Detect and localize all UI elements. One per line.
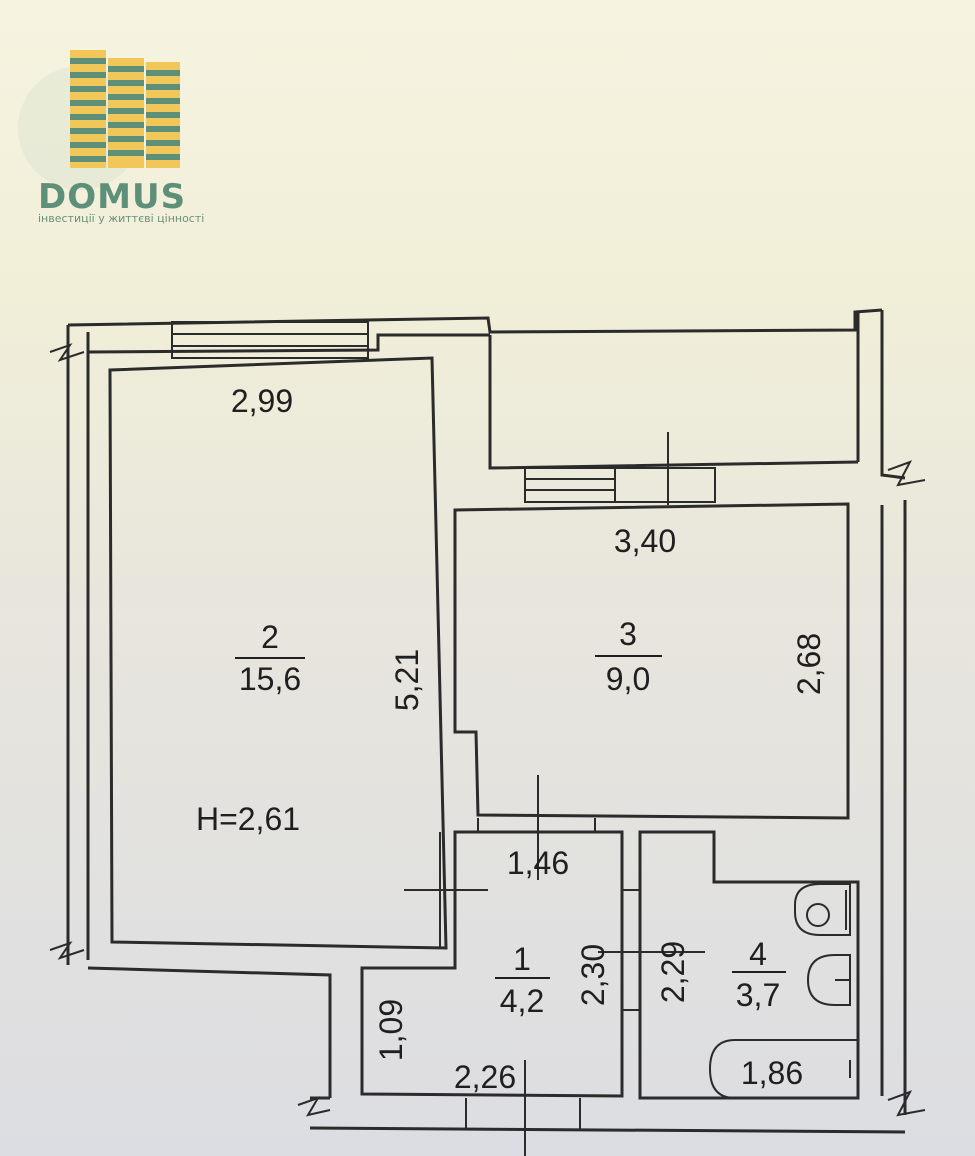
room-1-outline <box>360 830 624 1098</box>
dim-bath-width: 1,86 <box>741 1055 803 1091</box>
dim-room3-length: 2,68 <box>791 633 827 695</box>
brand-tagline: інвестиції у життєві цінності <box>38 212 204 225</box>
hall-doorway-top <box>477 818 596 832</box>
dim-hall-width-bottom: 2,26 <box>454 1059 516 1095</box>
top-outer-wall-line <box>67 308 883 334</box>
break-symbol-right-upper <box>887 460 926 487</box>
break-symbol-top-left <box>49 343 85 362</box>
balcony-outline <box>488 335 859 470</box>
balcony-door <box>614 432 716 505</box>
room-3-outline <box>453 502 850 820</box>
wall-break-symbols <box>49 343 926 1117</box>
room-4-label: 4 3,7 <box>732 936 786 1013</box>
dim-room2-width: 2,99 <box>231 383 293 419</box>
dim-hall-width-top: 1,46 <box>507 845 569 881</box>
ceiling-height-label: H=2,61 <box>196 801 300 837</box>
right-upper-wall-line <box>880 310 906 480</box>
break-symbol-bottom-left <box>297 1096 331 1117</box>
room-2-number: 2 <box>261 619 279 655</box>
logo-building-middle <box>108 58 144 168</box>
entrance-door <box>465 1098 581 1130</box>
room-4-area: 3,7 <box>736 977 780 1013</box>
logo-building-right <box>146 62 180 168</box>
break-symbol-right-lower <box>887 1090 926 1117</box>
break-symbol-left <box>49 941 85 960</box>
room-2-area: 15,6 <box>239 661 301 697</box>
room-1-area: 4,2 <box>500 983 544 1019</box>
room-2-label: 2 15,6 <box>235 619 305 697</box>
room-1-label: 1 4,2 <box>495 941 550 1019</box>
logo-building-left <box>70 50 106 168</box>
room-1-number: 1 <box>513 941 531 977</box>
bathtub-icon <box>708 1039 859 1099</box>
bath-doorway <box>622 889 640 1011</box>
outer-walls <box>66 308 907 1134</box>
dim-hall-niche: 1,09 <box>373 999 409 1061</box>
brand-name: DOMUS <box>38 177 186 217</box>
dim-hall-length: 2,30 <box>575 944 611 1006</box>
sink-icon <box>806 954 851 1006</box>
room-3-area: 9,0 <box>606 661 650 697</box>
window-room2 <box>171 321 369 359</box>
bottom-left-outer-wall <box>87 966 332 1098</box>
toilet-icon <box>794 883 851 936</box>
room-3-number: 3 <box>619 616 637 652</box>
dim-room3-width: 3,40 <box>614 523 676 559</box>
top-inner-wall-line <box>87 333 490 354</box>
dim-room2-length: 5,21 <box>389 649 425 711</box>
room-4-outline <box>638 830 860 1100</box>
room-4-number: 4 <box>749 936 767 972</box>
window-room3 <box>524 467 616 503</box>
room-2-outline <box>108 356 448 950</box>
bottom-outer-wall-line <box>309 1126 906 1134</box>
room-3-label: 3 9,0 <box>595 616 662 697</box>
dim-bath-length: 2,29 <box>655 941 691 1003</box>
domus-logo: DOMUS інвестиції у життєві цінності <box>18 50 204 225</box>
